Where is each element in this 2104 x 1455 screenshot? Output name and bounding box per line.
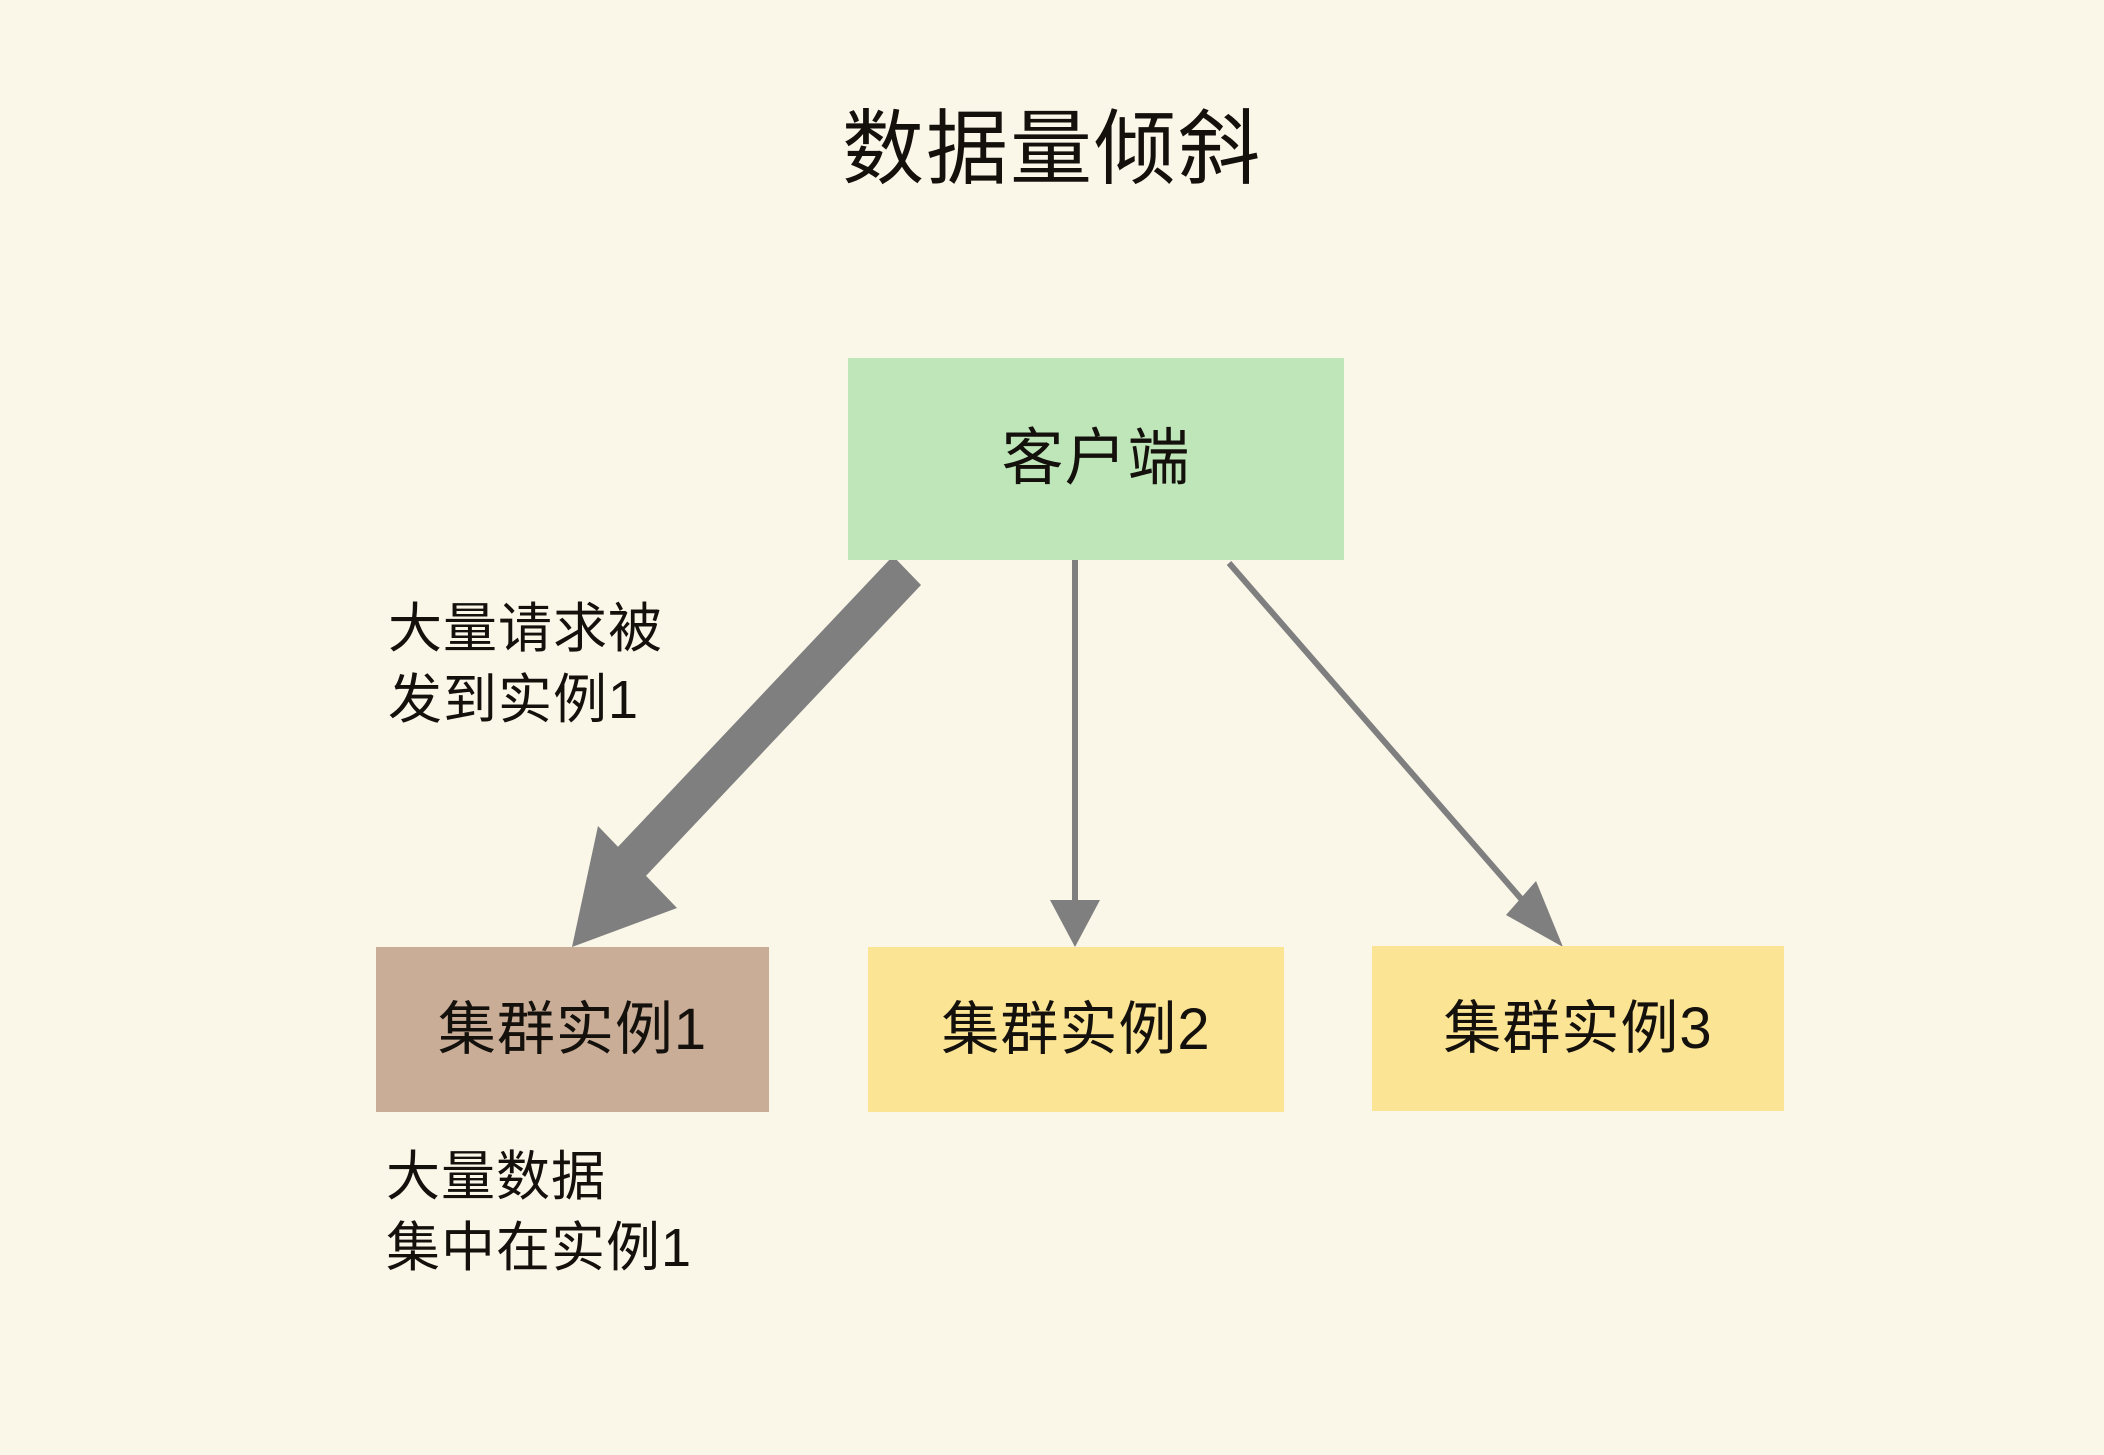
annotation-data: 大量数据 集中在实例1 — [386, 1147, 693, 1279]
edge-client-to-instance-2-arrow — [1050, 560, 1100, 947]
node-client[interactable]: 客户端 — [848, 358, 1344, 560]
edge-client-to-instance-3-arrow — [1226, 561, 1563, 947]
node-instance-3-label: 集群实例3 — [1443, 995, 1713, 1061]
annotation-requests: 大量请求被 发到实例1 — [388, 599, 663, 731]
node-instance-1-label: 集群实例1 — [437, 996, 708, 1062]
node-instance-3[interactable]: 集群实例3 — [1372, 946, 1784, 1111]
page-title: 数据量倾斜 — [841, 104, 1262, 195]
node-instance-2[interactable]: 集群实例2 — [868, 947, 1284, 1112]
node-instance-2-label: 集群实例2 — [941, 996, 1211, 1062]
node-instance-1[interactable]: 集群实例1 — [376, 947, 769, 1112]
node-client-label: 客户端 — [1001, 424, 1191, 493]
